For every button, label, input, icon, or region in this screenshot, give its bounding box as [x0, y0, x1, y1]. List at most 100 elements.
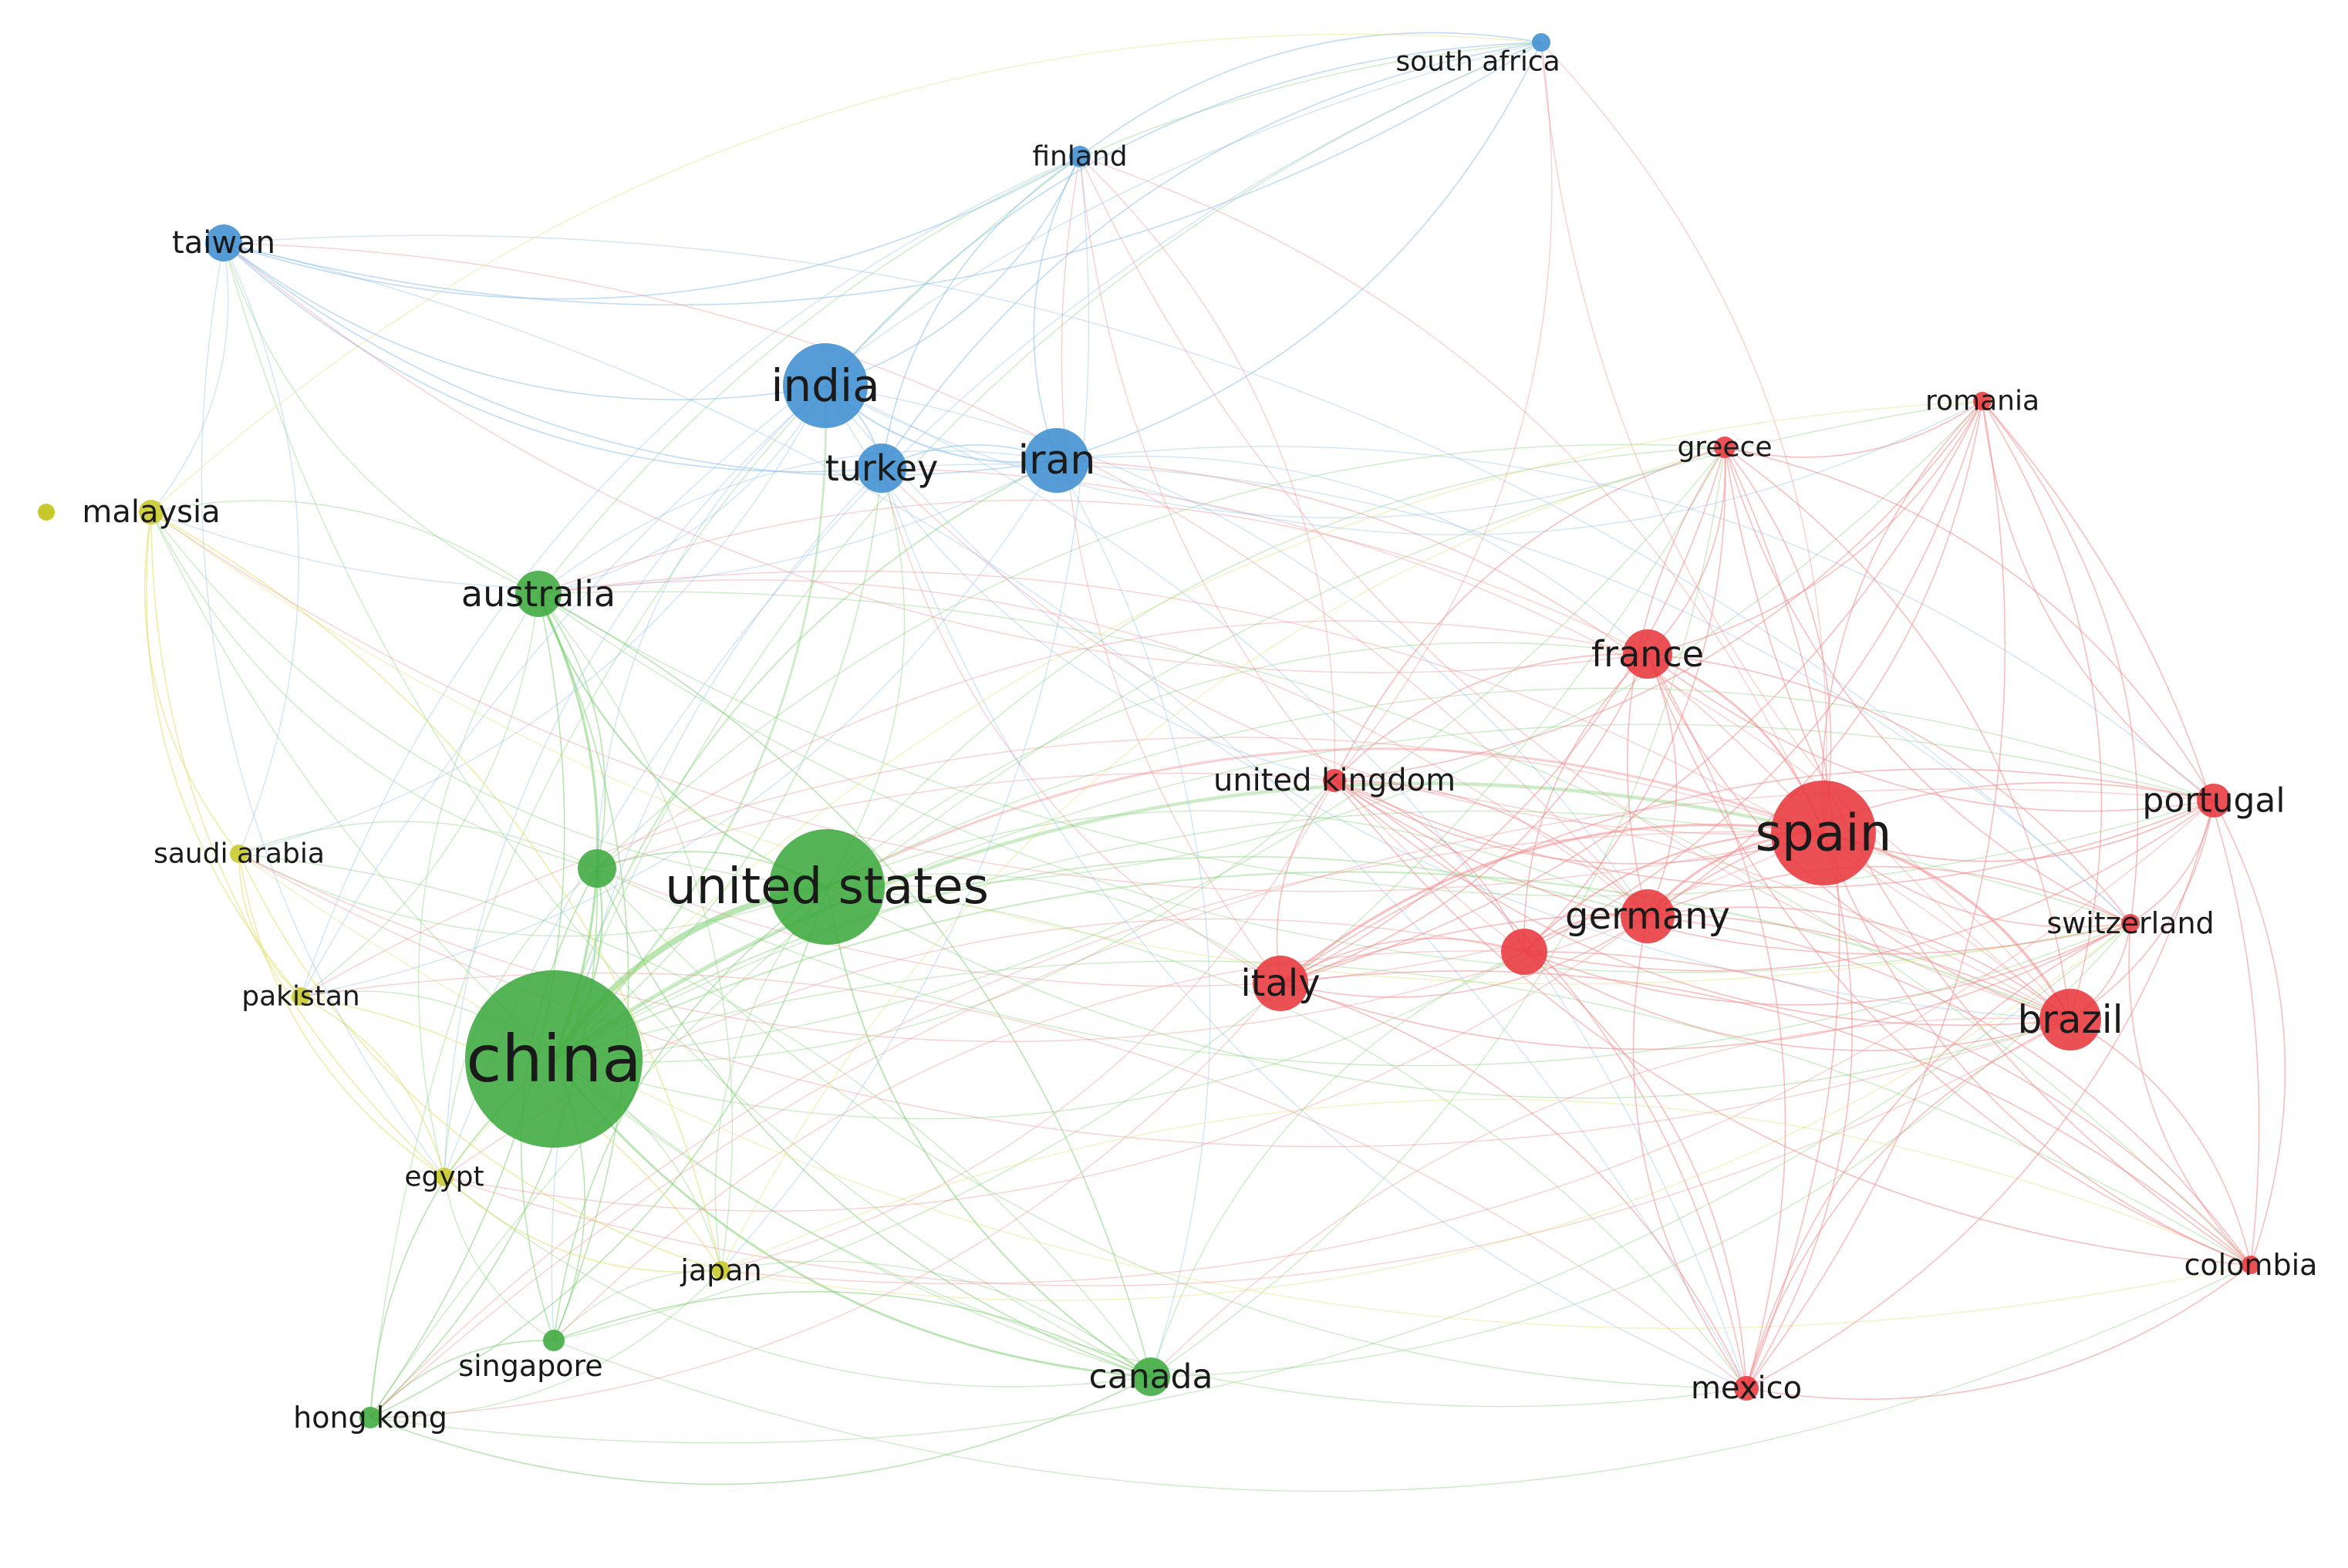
- node-spain[interactable]: [1771, 781, 1876, 885]
- link-italy-mexico: [1280, 983, 1747, 1389]
- node-hong-kong[interactable]: [359, 1407, 381, 1428]
- link-unlabeled-red-mexico: [1523, 951, 1747, 1389]
- link-united-states-mexico: [826, 886, 1747, 1389]
- link-finland-pakistan: [300, 156, 1081, 997]
- link-saudi-arabia-egypt: [238, 853, 445, 1178]
- link-hong-kong-japan: [369, 1270, 722, 1418]
- link-turkey-south-africa: [881, 42, 1542, 469]
- node-india[interactable]: [783, 343, 868, 428]
- node-portugal[interactable]: [2197, 784, 2231, 818]
- link-china-unlabeled-red: [553, 951, 1525, 1120]
- node-unlabeled-green[interactable]: [578, 849, 616, 888]
- node-greece[interactable]: [1714, 437, 1736, 458]
- link-malaysia-pakistan: [146, 511, 302, 997]
- link-south-africa-egypt: [444, 42, 1542, 1178]
- node-united-kingdom[interactable]: [1323, 769, 1346, 792]
- node-taiwan[interactable]: [205, 224, 242, 261]
- link-south-africa-brazil: [1540, 42, 2071, 1020]
- node-unlabeled-red[interactable]: [1501, 929, 1547, 975]
- node-colombia[interactable]: [2242, 1256, 2260, 1274]
- label-japan: japan: [680, 1253, 761, 1287]
- link-united-kingdom-mexico: [1334, 780, 1747, 1389]
- link-united-kingdom-switzerland: [1334, 780, 2131, 955]
- link-iran-portugal: [1056, 446, 2215, 801]
- label-turkey: turkey: [825, 447, 939, 489]
- node-germany[interactable]: [1621, 889, 1675, 943]
- link-canada-japan: [720, 1260, 1152, 1377]
- link-china-greece: [553, 447, 1726, 1060]
- node-mexico[interactable]: [1734, 1376, 1759, 1401]
- link-pakistan-egypt: [300, 996, 445, 1178]
- node-canada[interactable]: [1132, 1357, 1170, 1396]
- link-switzerland-greece: [1724, 447, 2131, 924]
- node-singapore[interactable]: [543, 1330, 565, 1351]
- node-saudi-arabia[interactable]: [230, 845, 248, 863]
- link-australia-south-africa: [538, 42, 1542, 595]
- link-germany-greece: [1626, 447, 1726, 917]
- link-iran-south-africa: [1056, 42, 1542, 461]
- node-turkey[interactable]: [857, 443, 906, 493]
- node-switzerland[interactable]: [2121, 914, 2140, 932]
- node-south-africa[interactable]: [1532, 33, 1550, 52]
- link-spain-colombia: [1823, 832, 2252, 1266]
- malaysia-satellite-node[interactable]: [38, 504, 55, 521]
- link-china-germany: [553, 855, 1648, 1060]
- link-china-turkey: [553, 467, 882, 1060]
- link-iran-spain: [1056, 460, 1824, 834]
- link-india-egypt: [444, 385, 826, 1178]
- link-canada-egypt: [444, 1176, 1152, 1388]
- node-egypt[interactable]: [435, 1168, 454, 1186]
- node-united-states[interactable]: [769, 829, 885, 945]
- node-malaysia[interactable]: [139, 500, 164, 524]
- link-singapore-unlabeled-red: [553, 950, 1525, 1341]
- link-australia-iran: [538, 450, 1058, 595]
- link-china-brazil: [552, 871, 2072, 1061]
- label-portugal: portugal: [2142, 781, 2285, 821]
- link-canada-malaysia: [150, 511, 1152, 1377]
- link-south-africa-pakistan: [300, 42, 1542, 997]
- link-turkey-mexico: [881, 467, 1747, 1389]
- node-pakistan[interactable]: [292, 987, 310, 1006]
- link-france-colombia: [1647, 653, 2252, 1266]
- link-brazil-germany: [1647, 906, 2071, 1020]
- link-australia-india: [538, 385, 826, 595]
- link-australia-canada: [538, 593, 1152, 1377]
- link-germany-mexico: [1632, 916, 1747, 1389]
- link-finland-united-kingdom: [1079, 156, 1336, 781]
- link-spain-mexico: [1746, 832, 1853, 1389]
- label-south-africa: south africa: [1395, 46, 1560, 78]
- node-france[interactable]: [1623, 629, 1672, 679]
- link-united-kingdom-portugal: [1334, 780, 2215, 889]
- node-japan[interactable]: [712, 1261, 730, 1280]
- link-singapore-egypt: [444, 1176, 555, 1341]
- link-singapore-turkey: [551, 467, 882, 1341]
- node-romania[interactable]: [1973, 392, 1992, 410]
- link-iran-pakistan: [300, 460, 1058, 997]
- link-iran-taiwan: [223, 242, 1058, 477]
- node-brazil[interactable]: [2039, 989, 2101, 1050]
- label-colombia: colombia: [2184, 1248, 2318, 1282]
- node-australia[interactable]: [515, 571, 562, 617]
- node-china[interactable]: [465, 970, 643, 1148]
- link-taiwan-switzerland: [223, 234, 2131, 924]
- link-turkey-spain: [881, 467, 1824, 835]
- link-unlabeled-red-romania: [1523, 400, 1983, 953]
- link-portugal-switzerland: [2130, 800, 2215, 924]
- link-brazil-unlabeled-red: [1523, 951, 2071, 1051]
- link-south-africa-united-kingdom: [1334, 42, 1553, 781]
- link-united-states-saudi-arabia: [238, 853, 828, 937]
- label-spain: spain: [1756, 804, 1892, 863]
- node-italy[interactable]: [1253, 956, 1308, 1011]
- link-singapore-greece: [553, 447, 1726, 1341]
- link-taiwan-germany: [223, 242, 1648, 917]
- link-canada-taiwan: [223, 242, 1152, 1377]
- node-iran[interactable]: [1024, 428, 1089, 493]
- link-colombia-greece: [1724, 447, 2252, 1266]
- node-finland[interactable]: [1069, 146, 1091, 167]
- label-taiwan: taiwan: [172, 225, 275, 261]
- link-unlabeled-green-france: [596, 620, 1648, 869]
- link-australia-pakistan: [300, 593, 539, 997]
- link-singapore-japan: [553, 1270, 722, 1341]
- link-australia-colombia: [538, 591, 2252, 1266]
